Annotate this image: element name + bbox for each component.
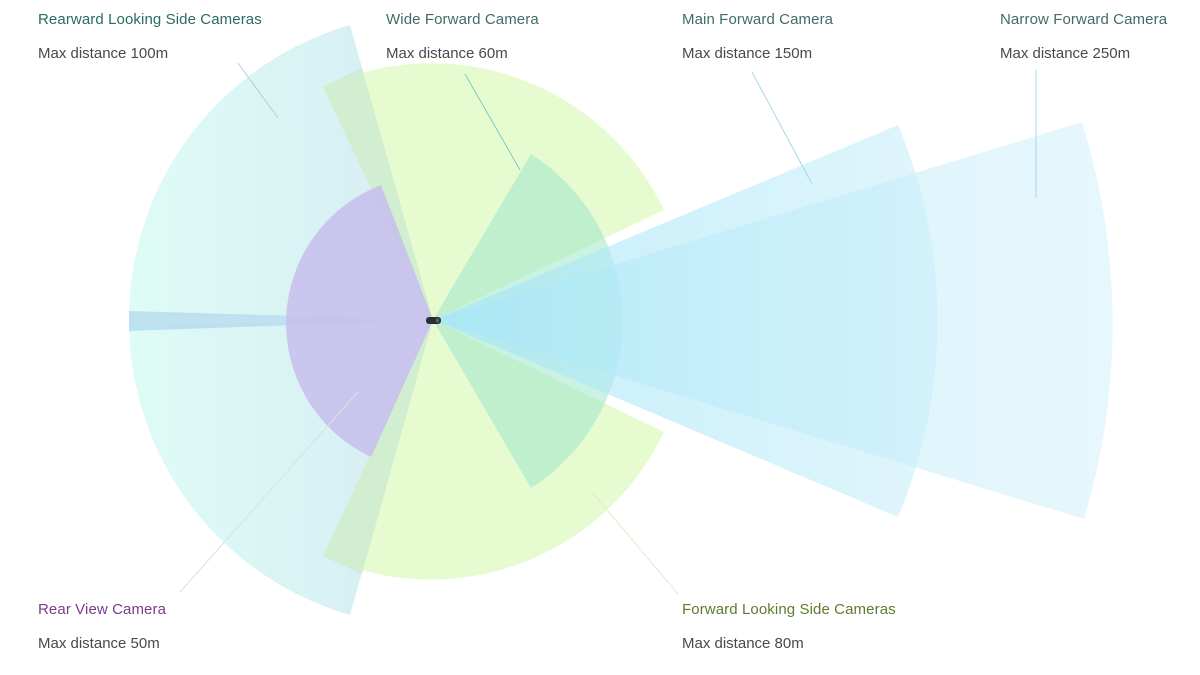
leader-line-main — [751, 71, 813, 185]
main-forward-camera-distance: Max distance 150m — [682, 45, 813, 62]
leader-line-forward-side — [591, 491, 679, 595]
main-forward-camera-label: Main Forward Camera Max distance 150m — [682, 11, 833, 62]
main-forward-camera-title: Main Forward Camera — [682, 11, 834, 28]
car-windshield — [436, 318, 439, 323]
rear-view-camera-coverage — [286, 185, 433, 457]
narrow-forward-camera-title: Narrow Forward Camera — [1000, 11, 1168, 28]
rear-gap-strip — [129, 311, 433, 331]
forward-side-overlap-lower — [323, 320, 433, 574]
forward-side-cameras-title: Forward Looking Side Cameras — [682, 601, 896, 618]
wide-forward-camera-distance: Max distance 60m — [386, 45, 508, 62]
wide-forward-camera-label: Wide Forward Camera Max distance 60m — [386, 11, 539, 62]
narrow-forward-camera-coverage — [433, 122, 1113, 519]
rearward-side-cameras-label: Rearward Looking Side Cameras Max distan… — [38, 11, 262, 62]
narrow-forward-camera-distance: Max distance 250m — [1000, 45, 1131, 62]
narrow-forward-camera-label: Narrow Forward Camera Max distance 250m — [1000, 11, 1167, 62]
rear-view-camera-inner-tint — [286, 185, 433, 457]
forward-side-cameras-label: Forward Looking Side Cameras Max distanc… — [682, 601, 896, 652]
forward-side-cameras-distance: Max distance 80m — [682, 635, 804, 652]
rear-view-camera-distance: Max distance 50m — [38, 635, 160, 652]
rearward-side-cameras-title: Rearward Looking Side Cameras — [38, 11, 262, 28]
rear-view-camera-label: Rear View Camera Max distance 50m — [38, 601, 166, 652]
leader-line-rear — [179, 391, 359, 593]
rearward-side-cameras-distance: Max distance 100m — [38, 45, 169, 62]
rear-view-camera-title: Rear View Camera — [38, 601, 167, 618]
leader-line-rearward — [237, 62, 279, 119]
leader-line-wide — [464, 73, 521, 171]
leader-lines — [179, 62, 1037, 595]
wide-forward-camera-title: Wide Forward Camera — [386, 11, 539, 28]
